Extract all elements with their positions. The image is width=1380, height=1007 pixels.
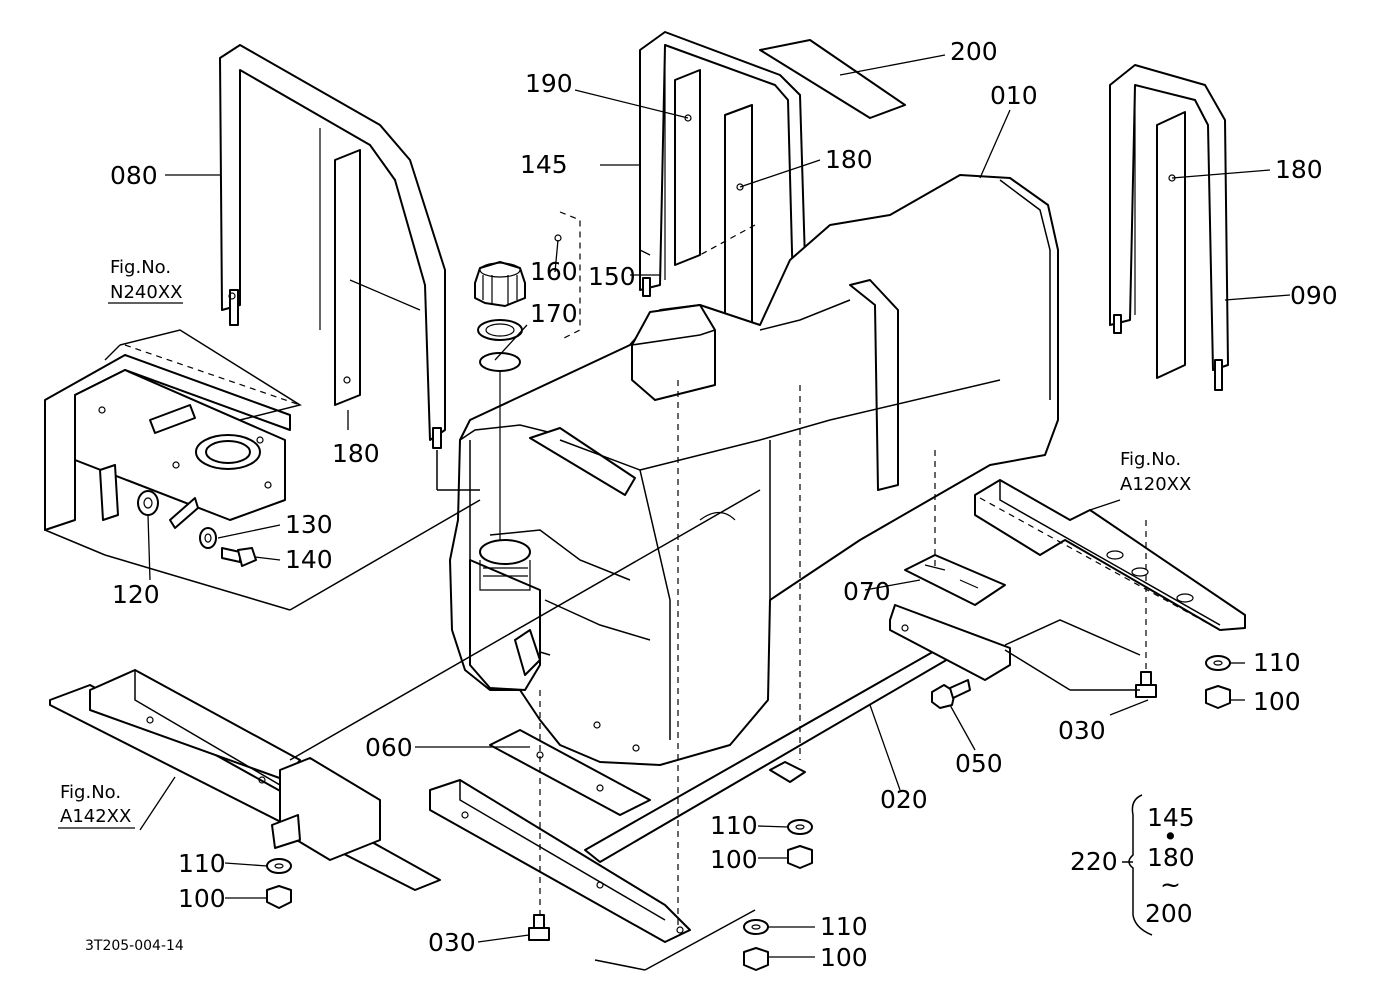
callout-110-right: 110 xyxy=(1253,648,1301,677)
kit-220: 220 145 • 180 ~ 200 xyxy=(1070,803,1195,928)
callout-130: 130 xyxy=(285,510,333,539)
kit-item-180: 180 xyxy=(1147,843,1195,872)
rubber-pad-200 xyxy=(759,39,906,119)
bolt-030-center xyxy=(528,914,550,941)
callout-145: 145 xyxy=(520,150,568,179)
callout-100-center: 100 xyxy=(710,845,758,874)
callout-050: 050 xyxy=(955,749,1003,778)
callout-100-left: 100 xyxy=(178,884,226,913)
support-frame-020 xyxy=(429,554,1011,943)
fig-ref-number: N240XX xyxy=(110,282,182,303)
fig-ref-a142xx: Fig.No. A142XX xyxy=(58,782,135,829)
fig-ref-label: Fig.No. xyxy=(60,782,121,803)
rubber-pad-180-right xyxy=(1156,111,1186,379)
callout-200: 200 xyxy=(950,37,998,66)
callout-140: 140 xyxy=(285,545,333,574)
kit-item-200: 200 xyxy=(1145,899,1193,928)
washer-110-bottom xyxy=(743,919,769,935)
kit-item-145: 145 xyxy=(1147,803,1195,832)
callout-160: 160 xyxy=(530,257,578,286)
tank-band-080 xyxy=(219,44,446,449)
fig-ref-label: Fig.No. xyxy=(1120,449,1181,470)
bolt-140 xyxy=(221,547,257,567)
fig-ref-number: A120XX xyxy=(1120,474,1191,495)
assembly-dash-lines xyxy=(539,224,1147,930)
fig-ref-number: A142XX xyxy=(60,806,131,827)
kit-item-separator: • xyxy=(1163,822,1178,851)
rubber-pad-190 xyxy=(674,69,701,266)
right-frame-a120 xyxy=(974,479,1246,631)
nut-100-center xyxy=(787,845,813,869)
rubber-pad-180-left xyxy=(334,149,361,406)
callout-120: 120 xyxy=(112,580,160,609)
callout-080: 080 xyxy=(110,161,158,190)
callout-030-center: 030 xyxy=(428,928,476,957)
fig-ref-n240xx: Fig.No. N240XX xyxy=(108,257,183,304)
washer-110-center xyxy=(787,819,813,835)
callout-labels: 080 180 145 190 180 200 010 180 090 160 … xyxy=(110,37,1338,972)
bolt-050 xyxy=(931,679,971,709)
fig-ref-a120xx: Fig.No. A120XX xyxy=(1120,449,1191,495)
bolt-030-right xyxy=(1135,671,1157,698)
nut-100-right xyxy=(1205,685,1231,709)
callout-010: 010 xyxy=(990,81,1038,110)
callout-180-center: 180 xyxy=(825,145,873,174)
washer-130 xyxy=(199,527,217,549)
strainer-150 xyxy=(479,352,521,372)
reference-lines xyxy=(44,450,1141,971)
callout-190: 190 xyxy=(525,69,573,98)
fuel-tank-010 xyxy=(449,174,1059,766)
callout-110-center: 110 xyxy=(710,811,758,840)
callout-090: 090 xyxy=(1290,281,1338,310)
tank-band-090 xyxy=(1109,64,1229,391)
callout-100-right: 100 xyxy=(1253,687,1301,716)
callout-020: 020 xyxy=(880,785,928,814)
callout-100-bottom: 100 xyxy=(820,943,868,972)
callout-060: 060 xyxy=(365,733,413,762)
callout-180-right: 180 xyxy=(1275,155,1323,184)
washer-110-left xyxy=(266,858,292,874)
nut-100-left xyxy=(266,885,292,909)
washer-110-right xyxy=(1205,655,1231,671)
kit-item-tilde: ~ xyxy=(1160,870,1181,899)
callout-070: 070 xyxy=(843,577,891,606)
callout-150: 150 xyxy=(588,262,636,291)
kit-label: 220 xyxy=(1070,847,1118,876)
callout-030-right: 030 xyxy=(1058,716,1106,745)
fig-ref-label: Fig.No. xyxy=(110,257,171,278)
drawing-code: 3T205-004-14 xyxy=(85,938,184,954)
pad-060 xyxy=(489,729,651,816)
nut-100-bottom xyxy=(743,947,769,971)
left-bracket-assembly xyxy=(44,329,302,531)
callout-180-left: 180 xyxy=(332,439,380,468)
callout-170: 170 xyxy=(530,299,578,328)
fuel-cap-160 xyxy=(474,261,526,307)
callout-110-bottom: 110 xyxy=(820,912,868,941)
callout-110-left: 110 xyxy=(178,849,226,878)
leader-lines xyxy=(104,54,1291,958)
left-frame-a142 xyxy=(49,669,441,891)
